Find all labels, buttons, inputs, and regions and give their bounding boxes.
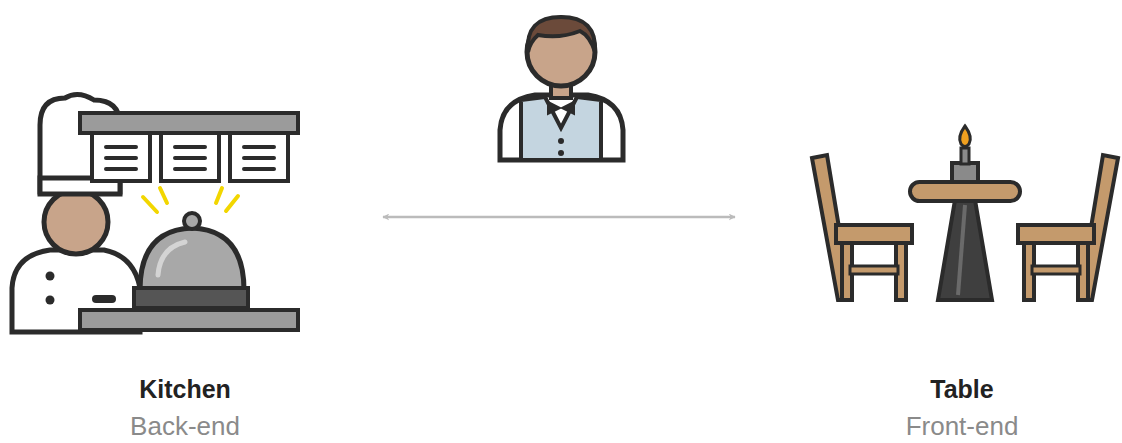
pedestal-highlight: [958, 205, 965, 295]
candle-flame: [960, 126, 971, 147]
illustrated-node: TableFront-end: [745, 110, 1122, 443]
cloche-dome: [140, 228, 244, 290]
candle: [961, 148, 969, 164]
node-subtitle: Front-end: [812, 412, 1112, 442]
ticket-lines: [106, 147, 274, 169]
node-heading: Kitchen: [35, 375, 335, 404]
waiter-vest: [521, 97, 601, 160]
double-arrow: [383, 216, 735, 219]
chair-seat: [836, 225, 912, 243]
chef-button: [46, 296, 55, 305]
chef-pocket: [92, 295, 116, 303]
waiter-head: [527, 18, 595, 86]
shine-rays: [143, 188, 238, 212]
vest-button: [558, 138, 564, 144]
vest-button: [558, 150, 564, 156]
order-shelf: [80, 113, 298, 133]
bow-tie: [548, 102, 574, 114]
illustrated-node: KitchenBack-end: [10, 90, 375, 443]
chair-rung: [1032, 266, 1080, 274]
connector-group: [383, 217, 735, 218]
waiter-shirt: [500, 95, 623, 160]
cloche-knob: [184, 213, 200, 229]
cloche-highlight: [158, 242, 185, 275]
kitchen-counter: [80, 310, 298, 330]
cloche-base: [134, 288, 248, 308]
node-subtitle: Back-end: [35, 412, 335, 442]
table-top: [910, 182, 1020, 201]
waiter-hair: [528, 17, 595, 52]
table-pedestal: [938, 200, 992, 300]
chair-seat: [1018, 225, 1094, 243]
chair-rung: [850, 266, 898, 274]
chef-button: [46, 272, 55, 281]
node-heading: Table: [812, 375, 1112, 404]
chef-head: [44, 190, 108, 254]
